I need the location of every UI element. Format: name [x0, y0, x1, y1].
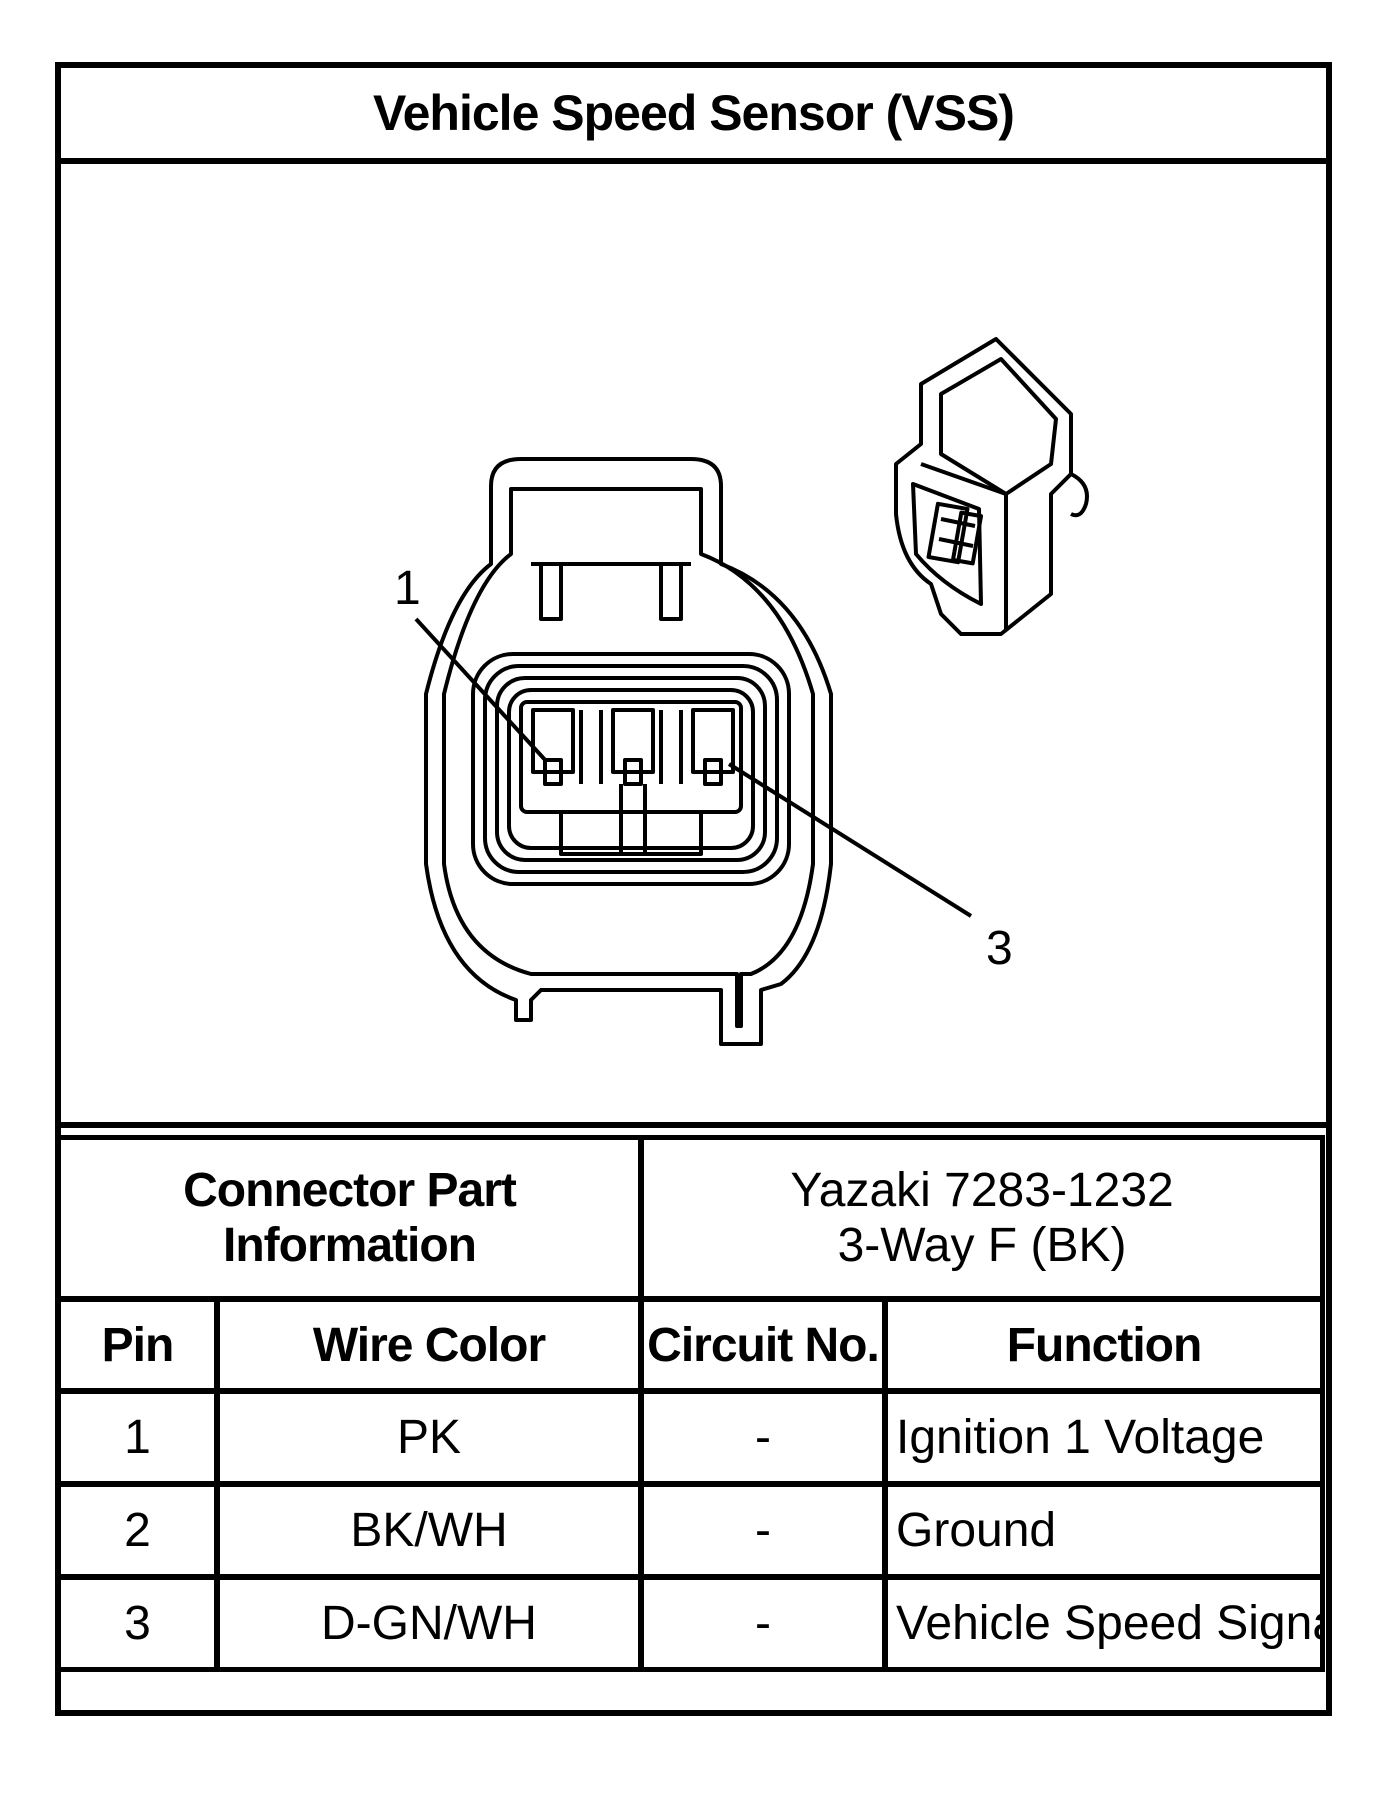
pin-cell: 3	[56, 1575, 219, 1672]
table-row: 2 BK/WH - Ground	[56, 1482, 1326, 1579]
function-cell: Ground	[882, 1482, 1326, 1579]
wire-color-cell: D-GN/WH	[215, 1575, 643, 1672]
callout-3-label: 3	[986, 922, 1013, 975]
table-row: 1 PK - Ignition 1 Voltage	[56, 1389, 1326, 1486]
pin-cell: 1	[56, 1389, 219, 1486]
callout-1-leader	[414, 617, 549, 764]
header-pin: Pin	[56, 1297, 219, 1393]
wire-color-cell: BK/WH	[215, 1482, 643, 1579]
pin-cell: 2	[56, 1482, 219, 1579]
connector-perspective-view	[894, 337, 1089, 636]
callout-1-label: 1	[394, 562, 421, 615]
connector-diagram: 1 3	[61, 164, 1326, 1128]
circuit-cell: -	[639, 1482, 887, 1579]
circuit-cell: -	[639, 1389, 887, 1486]
circuit-cell: -	[639, 1575, 887, 1672]
function-cell: Ignition 1 Voltage	[882, 1389, 1326, 1486]
wire-color-cell: PK	[215, 1389, 643, 1486]
callout-3-leader	[727, 762, 973, 918]
connector-part-label: Connector Part Information	[56, 1135, 643, 1301]
connector-drawing: 1 3	[394, 337, 1089, 1046]
connector-face-view	[424, 457, 833, 1046]
header-wire-color: Wire Color	[215, 1297, 643, 1393]
page-title: Vehicle Speed Sensor (VSS)	[61, 68, 1326, 164]
header-circuit-no: Circuit No.	[639, 1297, 887, 1393]
table-row: 3 D-GN/WH - Vehicle Speed Signal	[56, 1575, 1326, 1672]
function-cell: Vehicle Speed Signal	[882, 1575, 1326, 1672]
connector-part-number: Yazaki 7283-1232	[790, 1163, 1174, 1217]
table-header-row: Pin Wire Color Circuit No. Function	[56, 1297, 1326, 1393]
connector-part-type: 3-Way F (BK)	[837, 1219, 1127, 1272]
header-function: Function	[882, 1297, 1326, 1393]
connector-part-value: Yazaki 7283-1232 3-Way F (BK)	[638, 1135, 1326, 1301]
connector-part-row: Connector Part Information Yazaki 7283-1…	[56, 1135, 1326, 1301]
connector-sheet: Vehicle Speed Sensor (VSS)	[55, 62, 1332, 1716]
connector-info-table: Connector Part Information Yazaki 7283-1…	[55, 1134, 1326, 1673]
